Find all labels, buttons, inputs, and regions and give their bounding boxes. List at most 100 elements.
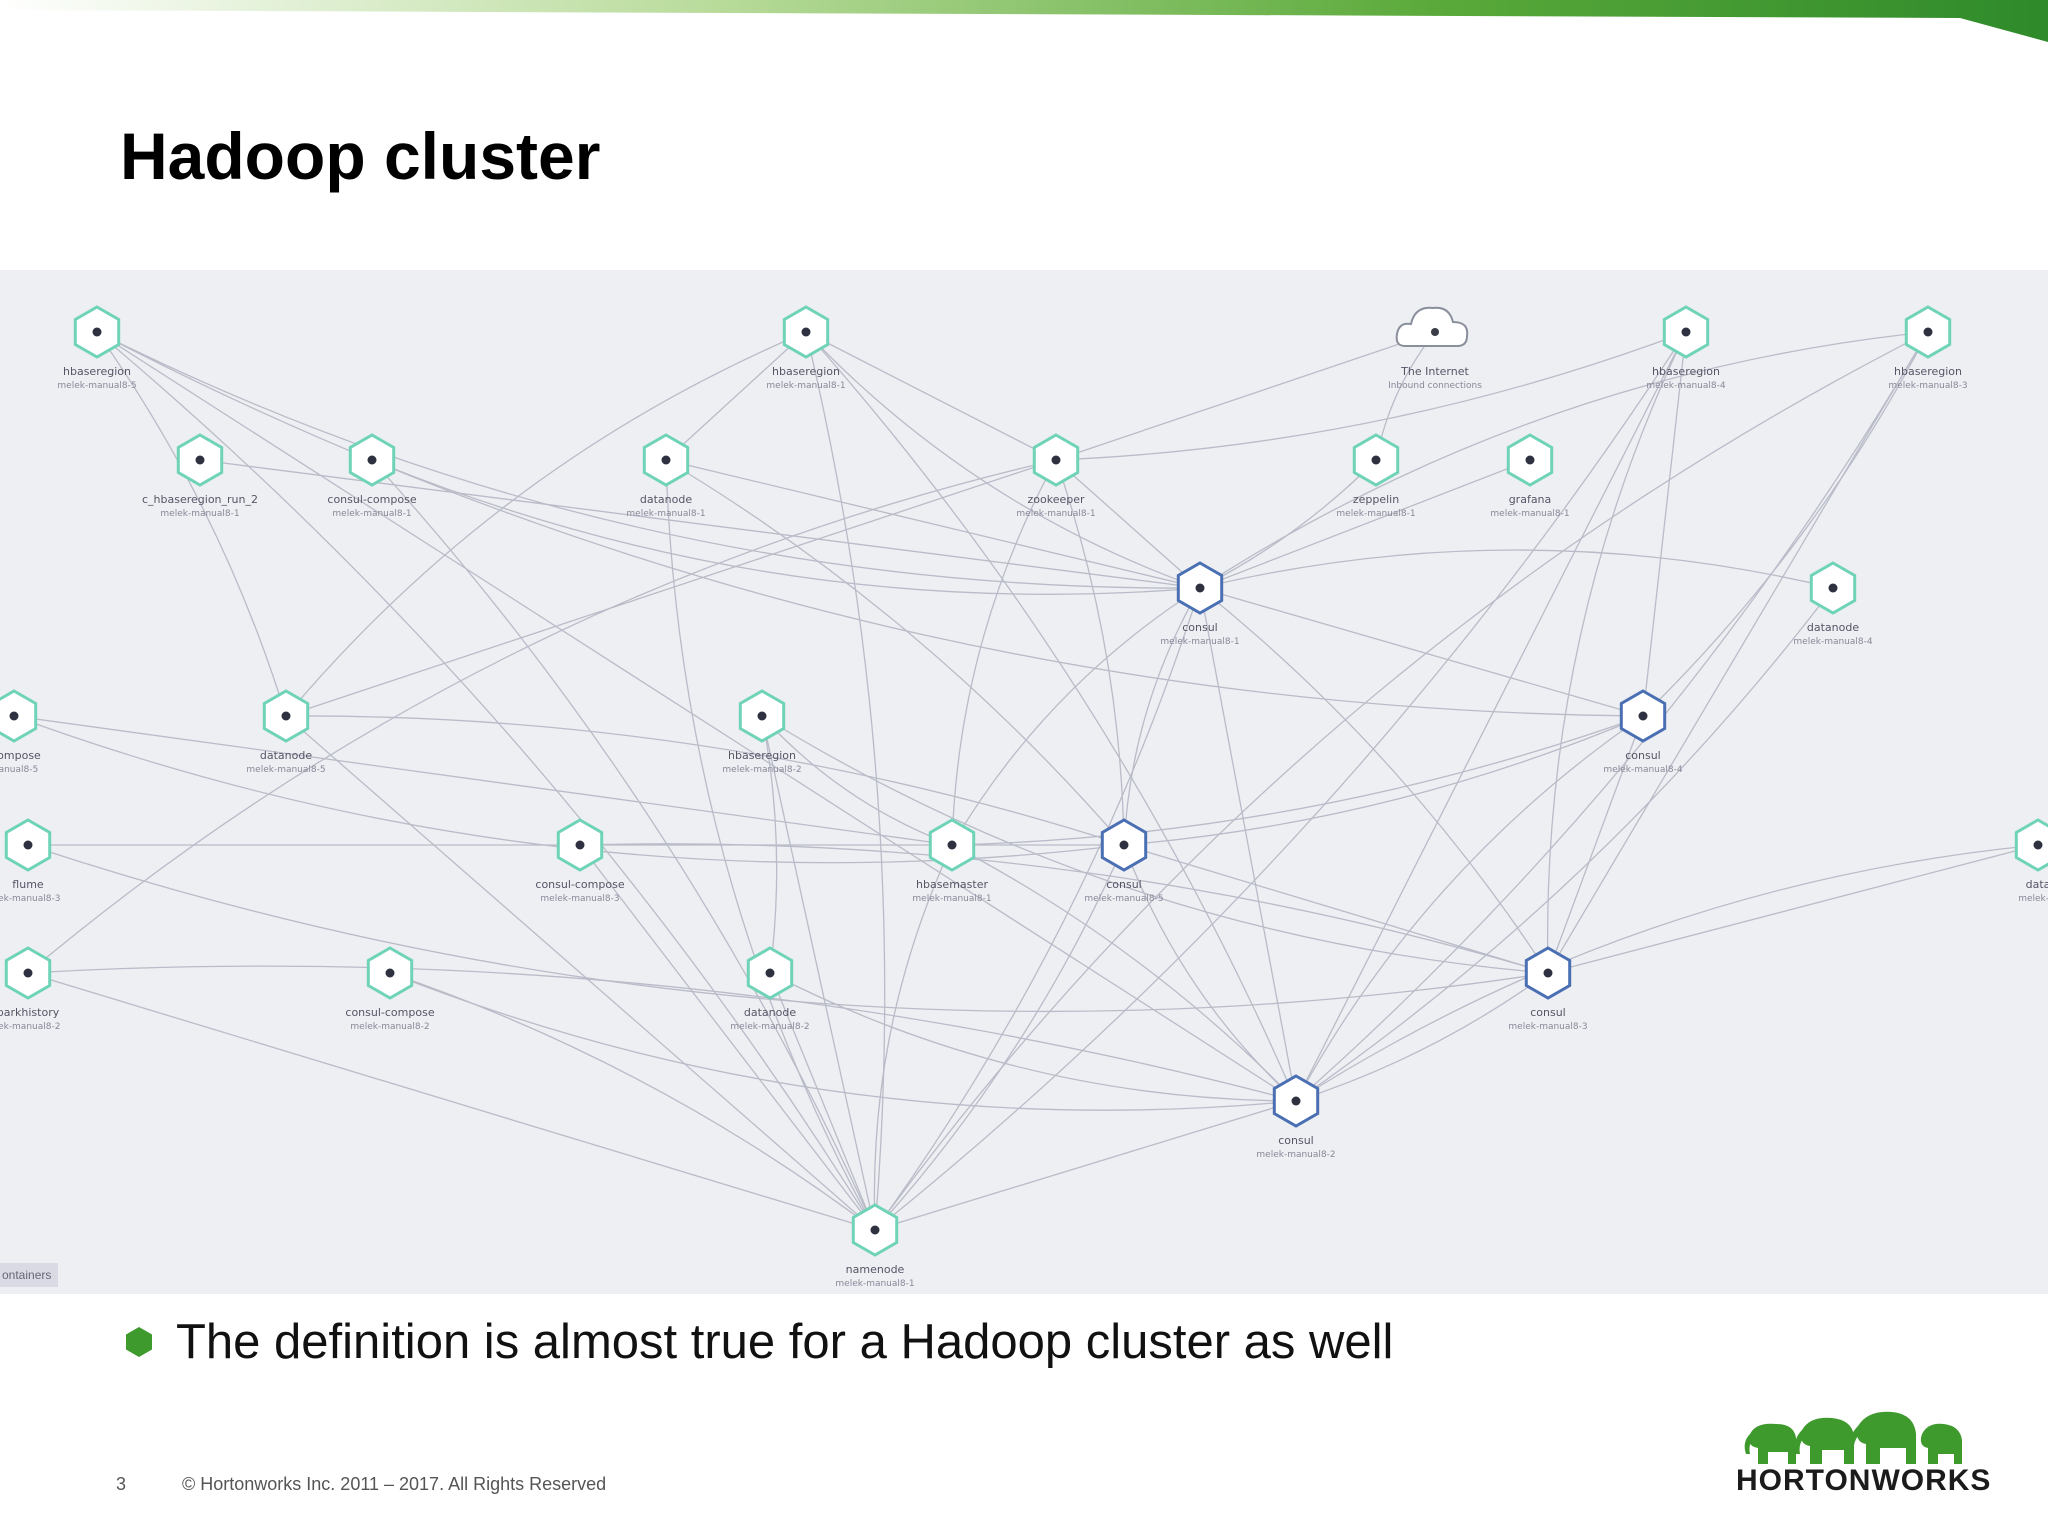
node-n17[interactable]: consul melek-manual8-4: [1603, 689, 1683, 775]
node-dot: [9, 711, 19, 721]
edge: [1199, 549, 1834, 589]
node-dot: [1525, 455, 1535, 465]
edge: [873, 844, 953, 1231]
edge: [27, 965, 1297, 1102]
nodes-layer: hbaseregionmelek-manual8-5hbaseregionmel…: [0, 305, 2048, 1289]
edge: [389, 972, 876, 1231]
node-label: consul: [1625, 749, 1661, 762]
node-sublabel: lek-manual8-2: [0, 1022, 60, 1032]
edge: [1295, 972, 1549, 1102]
node-dot: [281, 711, 291, 721]
node-label: hbaseregion: [772, 365, 840, 378]
edge: [1055, 331, 1436, 461]
node-dot: [1681, 327, 1691, 337]
node-dot: [1923, 327, 1933, 337]
node-n2[interactable]: hbaseregion melek-manual8-1: [766, 305, 846, 391]
node-label: consul: [1106, 878, 1142, 891]
edge: [1547, 844, 2039, 974]
node-sublabel: melek-manual8-4: [1603, 765, 1682, 775]
node-label: hbaseregion: [1652, 365, 1720, 378]
node-sublabel: melek-manual8-5: [246, 765, 325, 775]
edge: [389, 972, 1297, 1111]
edge: [1055, 459, 1125, 846]
elephants-icon: [1744, 1411, 1962, 1464]
node-dot: [801, 327, 811, 337]
node-label: datanode: [640, 493, 692, 506]
edge: [769, 972, 1297, 1102]
node-sublabel: lek-manual8-3: [0, 894, 60, 904]
edge: [874, 1100, 1297, 1231]
edge: [1055, 331, 1687, 461]
edge: [1199, 331, 1929, 589]
node-sublabel: melek-manual8-3: [1888, 381, 1967, 391]
node-sublabel: melek-manual8-3: [540, 894, 619, 904]
edge: [1199, 587, 1549, 974]
edge: [579, 843, 1549, 974]
node-label: c_hbaseregion_run_2: [142, 493, 258, 506]
node-sublabel: melek-manual8-4: [1793, 637, 1872, 647]
node-label: hbaseregion: [1894, 365, 1962, 378]
node-sublabel: melek-manual8-1: [1490, 509, 1569, 519]
hexagon-bullet-icon: [126, 1327, 152, 1357]
node-n5[interactable]: hbaseregion melek-manual8-3: [1888, 305, 1968, 391]
hexagon-node-icon: [2014, 818, 2048, 872]
node-label: consul: [1530, 1006, 1566, 1019]
node-dot: [947, 840, 957, 850]
edge: [805, 331, 1057, 461]
node-dot: [1291, 1096, 1301, 1106]
edge: [96, 331, 1297, 1102]
edge: [1546, 331, 1687, 974]
node-label: hbaseregion: [63, 365, 131, 378]
node-dot: [92, 327, 102, 337]
node-dot: [661, 455, 671, 465]
containers-tag[interactable]: ontainers: [0, 1263, 58, 1287]
edge: [665, 459, 876, 1231]
node-label: consul: [1182, 621, 1218, 634]
node-dot: [1195, 583, 1205, 593]
edge: [27, 972, 876, 1231]
hortonworks-logo: HORTONWORKS: [1736, 1408, 1990, 1497]
node-label: The Internet: [1400, 365, 1469, 378]
node-label: namenode: [846, 1263, 905, 1276]
node-sublabel: Inbound connections: [1388, 381, 1482, 391]
node-sublabel: melek-manual8-1: [766, 381, 845, 391]
node-n14[interactable]: -composemanual8-5: [0, 689, 41, 775]
edge: [1295, 331, 1687, 1102]
node-sublabel: melek-manual8-2: [722, 765, 801, 775]
edge: [1123, 587, 1201, 846]
edge: [1055, 459, 1201, 589]
edge: [805, 331, 1297, 1102]
node-dot: [1828, 583, 1838, 593]
edge: [1123, 715, 1644, 846]
node-dot: [1431, 328, 1439, 336]
bullet-text: The definition is almost true for a Hado…: [176, 1315, 1394, 1369]
edge: [1199, 459, 1377, 589]
page-number: 3: [116, 1474, 127, 1494]
node-dot: [1051, 455, 1061, 465]
node-dot: [2033, 840, 2043, 850]
